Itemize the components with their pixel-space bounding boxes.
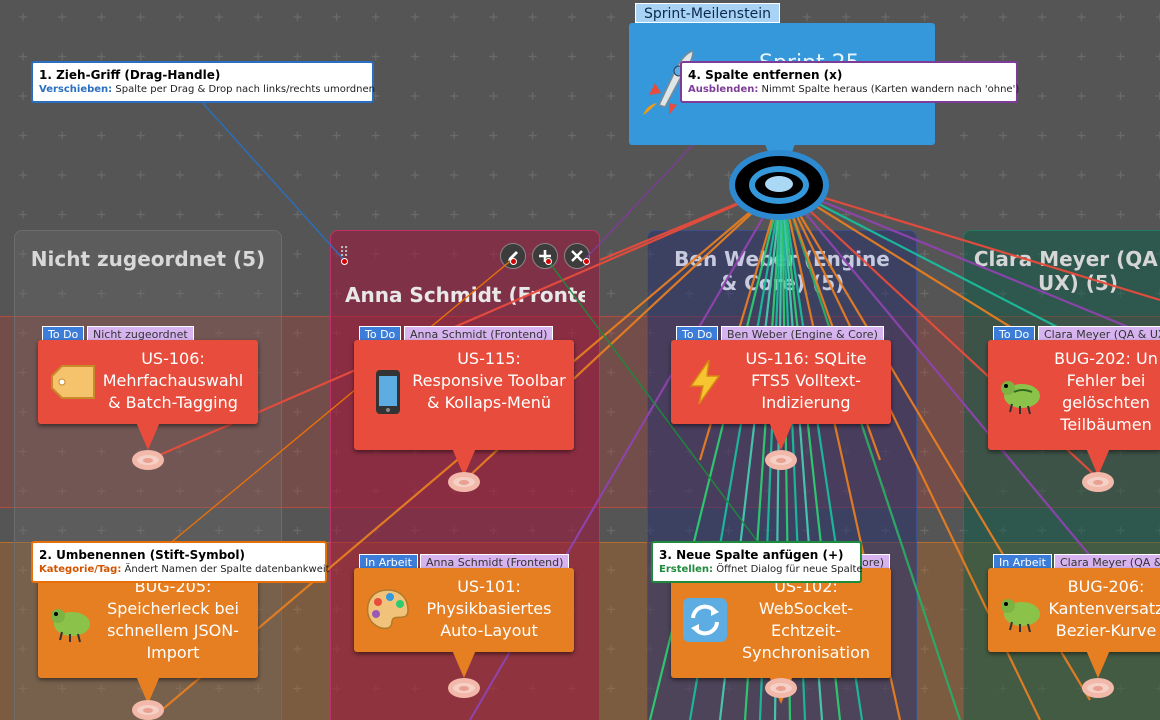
callout-key: Erstellen: (659, 564, 714, 575)
callout-title: 3. Neue Spalte anfügen (+) (659, 548, 844, 562)
milestone-label: Sprint-Meilenstein (635, 3, 780, 23)
sync-icon (681, 596, 729, 644)
bug-icon (998, 368, 1046, 416)
callout-anchor (510, 258, 517, 265)
status-tag: To Do (359, 326, 402, 342)
task-card[interactable]: BUG-206: Kantenversatz Bezier-Kurve (988, 568, 1160, 678)
callout-key: Verschieben: (39, 84, 113, 95)
tag-icon (48, 358, 96, 406)
task-card[interactable]: US-101: Physikbasiertes Auto-Layout (354, 568, 574, 678)
card-tail (452, 650, 476, 678)
callout-desc: Ändert Namen der Spalte datenbankweit (124, 564, 330, 575)
assignee-tag: Clara Meyer (QA & (1054, 554, 1160, 570)
callout-key: Kategorie/Tag: (39, 564, 122, 575)
card-connector[interactable] (765, 678, 797, 698)
add-column-button[interactable] (532, 243, 558, 269)
status-tag: To Do (993, 326, 1036, 342)
card-title: BUG-202: Un Fehler bei gelöschten Teilbä… (1054, 349, 1158, 434)
callout-anchor (545, 258, 552, 265)
callout-title: 2. Umbenennen (Stift-Symbol) (39, 548, 246, 562)
card-title: US-102: WebSocket-Echtzeit-Synchronisati… (741, 577, 871, 662)
card-connector[interactable] (765, 450, 797, 470)
card-title: BUG-205: Speicherleck bei schnellem JSON… (107, 577, 239, 662)
column-title: Nicht zugeordnet (5) (30, 247, 266, 271)
bug-icon (998, 586, 1046, 634)
card-title: US-115: Responsive Toolbar & Kollaps-Men… (412, 349, 566, 412)
callout-title: 4. Spalte entfernen (x) (688, 68, 843, 82)
task-card[interactable]: BUG-202: Un Fehler bei gelöschten Teilbä… (988, 340, 1160, 476)
card-tail (1086, 448, 1110, 476)
callout-desc: Nimmt Spalte heraus (Karten wandern nach… (761, 84, 1020, 95)
phone-icon (364, 368, 412, 416)
card-tail (1086, 650, 1110, 678)
status-tag: In Arbeit (359, 554, 418, 570)
card-connector[interactable] (132, 700, 164, 720)
status-tag: In Arbeit (993, 554, 1052, 570)
status-tag: To Do (42, 326, 85, 342)
card-tail (136, 422, 160, 450)
card-tail (769, 422, 793, 450)
close-icon (571, 250, 583, 262)
card-connector[interactable] (132, 450, 164, 470)
callout-rename: 2. Umbenennen (Stift-Symbol) Kategorie/T… (31, 541, 330, 583)
milestone-node[interactable] (729, 150, 829, 220)
card-title: US-116: SQLite FTS5 Volltext-Indizierung (745, 349, 867, 412)
task-card[interactable]: US-115: Responsive Toolbar & Kollaps-Men… (354, 340, 574, 476)
assignee-tag: Anna Schmidt (Frontend) (420, 554, 570, 570)
task-card[interactable]: US-106: Mehrfachauswahl & Batch-Tagging (38, 340, 258, 450)
card-connector[interactable] (448, 472, 480, 492)
card-connector[interactable] (448, 678, 480, 698)
task-card[interactable]: US-102: WebSocket-Echtzeit-Synchronisati… (671, 568, 891, 704)
drag-handle[interactable]: ⠿ (339, 245, 350, 261)
callout-desc: Öffnet Dialog für neue Spalte (716, 564, 863, 575)
status-tag: To Do (676, 326, 719, 342)
callout-title: 1. Zieh-Griff (Drag-Handle) (39, 68, 221, 82)
callout-remove-column: 4. Spalte entfernen (x) Ausblenden: Nimm… (680, 61, 1020, 103)
card-tail (452, 448, 476, 476)
callout-anchor (341, 258, 348, 265)
callout-add-column: 3. Neue Spalte anfügen (+) Erstellen: Öf… (651, 541, 863, 583)
lightning-icon (681, 358, 729, 406)
palette-icon (364, 586, 412, 634)
callout-anchor (583, 258, 590, 265)
bug-icon (48, 596, 96, 644)
card-connector[interactable] (1082, 472, 1114, 492)
card-tail (136, 676, 160, 704)
callout-drag-handle: 1. Zieh-Griff (Drag-Handle) Verschieben:… (31, 61, 375, 103)
task-card[interactable]: US-116: SQLite FTS5 Volltext-Indizierung (671, 340, 891, 450)
card-title: US-106: Mehrfachauswahl & Batch-Tagging (102, 349, 244, 412)
callout-desc: Spalte per Drag & Drop nach links/rechts… (115, 84, 375, 95)
card-title: BUG-206: Kantenversatz Bezier-Kurve (1048, 577, 1160, 640)
card-connector[interactable] (1082, 678, 1114, 698)
task-card[interactable]: BUG-205: Speicherleck bei schnellem JSON… (38, 568, 258, 704)
assignee-tag: ore) (856, 554, 891, 570)
card-title: US-101: Physikbasiertes Auto-Layout (426, 577, 552, 640)
callout-key: Ausblenden: (688, 84, 759, 95)
